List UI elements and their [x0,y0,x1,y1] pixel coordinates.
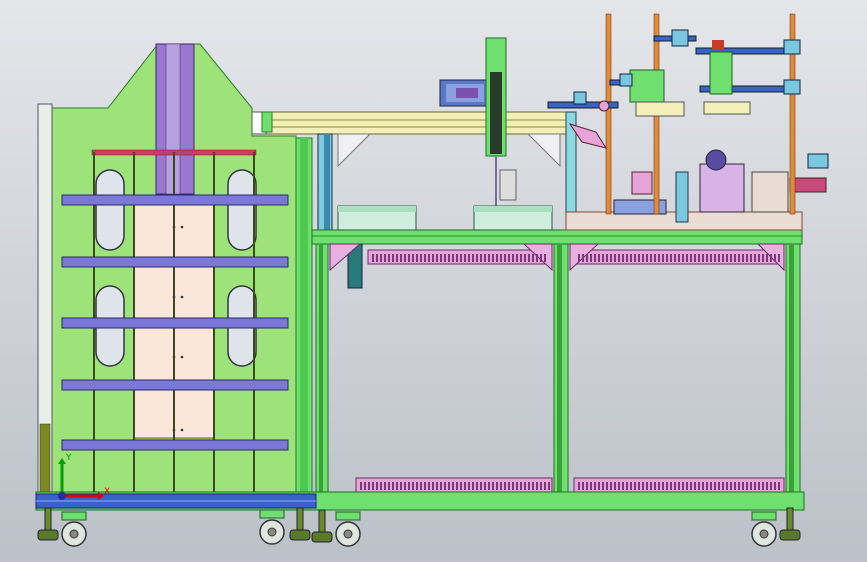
gantry [251,37,577,231]
coordinate-triad: X Y [58,453,110,500]
shelves [61,194,289,451]
leveling-foot [37,507,59,541]
caster-wheel [335,511,361,547]
upper-rods [547,13,829,215]
casters [37,507,801,547]
caster-wheel [61,511,87,547]
leveling-foot [311,509,333,543]
table-top [311,229,803,245]
leveling-foot [779,507,801,541]
cable-tray-upper-left [367,249,551,265]
triad-y-label: Y [65,453,72,463]
triad-x-label: X [104,487,110,497]
camera-left [629,69,665,103]
oval-windows [95,169,257,367]
tray-teeth [360,254,780,490]
leveling-foot [289,507,311,541]
gantry-beam [261,111,575,135]
table-equipment [337,149,827,231]
camera-right [709,51,733,95]
caster-wheel [259,509,285,545]
loader-tower [37,43,313,497]
caster-wheel [751,511,777,547]
